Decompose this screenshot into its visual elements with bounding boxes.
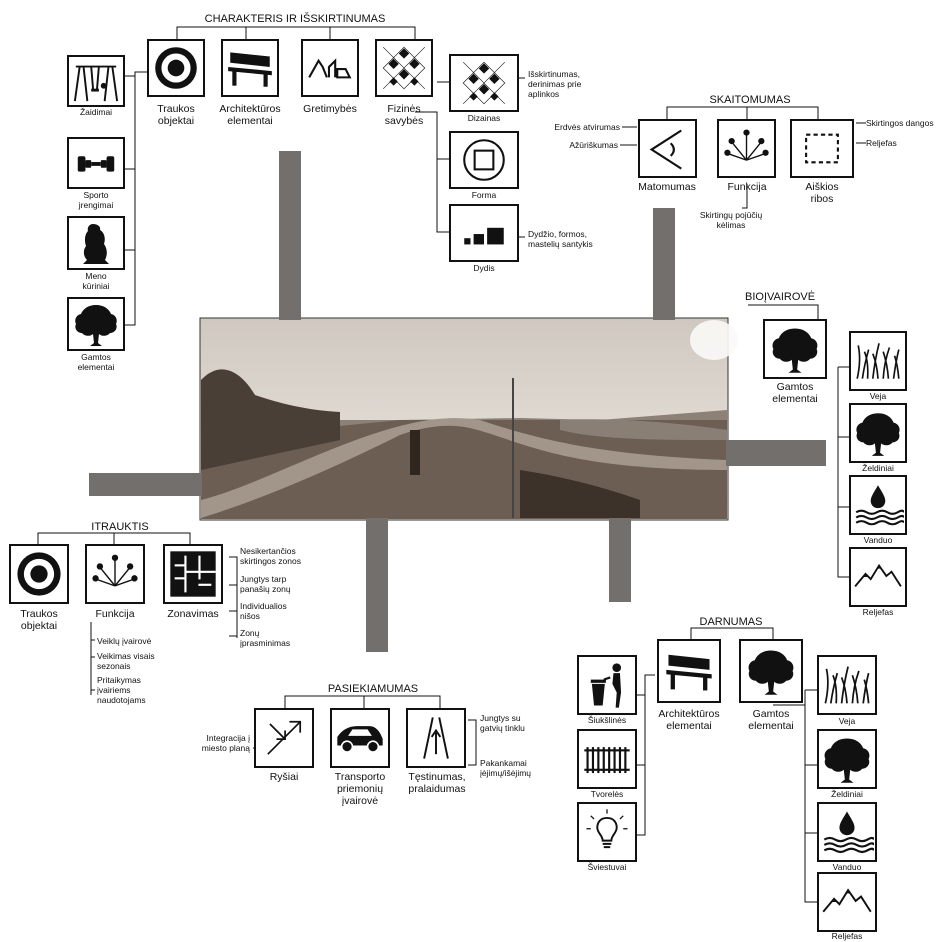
grass-icon: [817, 655, 877, 715]
label-rysiai: Ryšiai: [269, 771, 299, 783]
note-zonos-4: Zonų įprasminimas: [240, 628, 291, 648]
buildings-icon: [301, 39, 359, 97]
note-dangos: Skirtingos dangos: [866, 118, 934, 128]
label-dizainas: Dizainas: [467, 113, 501, 123]
note-funkcija-3: Pritaikymas įvairiems naudotojams: [97, 675, 146, 705]
water-icon: [817, 802, 877, 862]
diamonds-icon: [449, 54, 519, 112]
label-funkcija-skait: Funkcija: [727, 181, 767, 193]
section-title-bioivairove: BIOĮVAIROVĖ: [745, 291, 816, 303]
mountains-icon: [849, 547, 907, 607]
section-title-itrauktis: ITRAUKTIS: [91, 521, 149, 533]
connector-bars: [89, 151, 826, 652]
label-traukos-itr: Traukos objektai: [20, 608, 58, 632]
section-title-skaitomumas: SKAITOMUMAS: [709, 94, 791, 106]
trash-icon: [577, 655, 637, 715]
car-icon: [330, 708, 390, 768]
label-reljefas-bio: Reljefas: [862, 607, 894, 617]
label-testinumas: Tęstinumas, pralaidumas: [408, 771, 466, 795]
form-icon: [449, 131, 519, 189]
grass-icon: [849, 331, 907, 391]
road-icon: [406, 708, 466, 768]
note-zonos-1: Nesikertančios skirtingos zonos: [240, 546, 301, 566]
label-zaidimai: Žaidimai: [79, 107, 113, 117]
tree-icon: [739, 639, 803, 703]
tree-icon: [763, 319, 827, 379]
section-title-pasiekiamumas: PASIEKIAMUMAS: [327, 683, 419, 695]
label-dydis: Dydis: [473, 263, 495, 273]
dashed-icon: [790, 119, 854, 178]
sculpture-icon: [67, 216, 125, 270]
note-dydis: Dydžio, formos, mastelių santykis: [528, 229, 593, 249]
bench-icon: [657, 639, 721, 703]
label-tvoreles: Tvorelės: [590, 789, 624, 799]
note-erdves: Erdvės atvirumas: [554, 122, 620, 132]
section-title-darnumas: DARNUMAS: [699, 616, 763, 628]
label-architekturos: Architektūros elementai: [219, 103, 281, 127]
label-forma: Forma: [471, 190, 497, 200]
tree-icon: [849, 403, 907, 463]
label-gamtos-left: Gamtos elementai: [77, 352, 115, 372]
note-funkcija-2: Veikimas visais sezonais: [97, 651, 155, 671]
bench-icon: [221, 39, 279, 97]
note-zonos-3: Individualios nišos: [240, 601, 287, 621]
label-gamtos-darn: Gamtos elementai: [748, 708, 794, 732]
note-reljefas-skait: Reljefas: [866, 138, 897, 148]
tree-icon: [67, 297, 125, 351]
note-pakankamai: Pakankamai įėjimų/išėjimų: [480, 758, 532, 778]
label-zonavimas: Zonavimas: [167, 608, 219, 620]
sizes-icon: [449, 204, 519, 262]
label-zeldiniai-bio: Želdiniai: [862, 463, 894, 473]
panorama-photo: [199, 317, 738, 521]
note-jungtys: Jungtys su gatvių tinklu: [480, 713, 525, 733]
label-gamtos-bio: Gamtos elementai: [772, 381, 818, 405]
note-dizainas: Išskirtinumas, derinimas prie aplinkos: [528, 69, 582, 99]
traukos-icon: [147, 39, 205, 97]
note-funkcija-1: Veiklų įvairovė: [97, 636, 152, 646]
label-funkcija-itr: Funkcija: [95, 608, 135, 620]
label-veja-bio: Veja: [869, 391, 887, 401]
note-azuriskumas: Ažūriškumas: [569, 140, 618, 150]
mountains-icon: [817, 872, 877, 932]
water-icon: [849, 475, 907, 535]
section-title-charakteris: CHARAKTERIS IR IŠSKIRTINUMAS: [204, 13, 386, 25]
swing-icon: [67, 55, 125, 107]
label-zeldiniai-darn: Želdiniai: [831, 789, 863, 799]
arrows-icon: [254, 708, 314, 768]
label-transporto: Transporto priemonių įvairovė: [334, 771, 386, 807]
icon-boxes: [9, 39, 907, 932]
note-pojuciu: Skirtingų pojūčių kėlimas: [699, 210, 763, 230]
note-integracija: Integracija į miesto planą: [201, 733, 250, 753]
diamonds-icon: [375, 39, 433, 97]
bulb-icon: [577, 802, 637, 862]
label-gretimybes: Gretimybės: [303, 103, 357, 115]
label-sporto: Sporto jrengimai: [78, 190, 114, 210]
label-architekturos-darn: Architektūros elementai: [658, 708, 720, 732]
label-fizines: Fizinės savybės: [384, 103, 424, 127]
burst-icon: [717, 119, 776, 178]
label-meno: Meno kūriniai: [82, 271, 110, 291]
label-matomumas: Matomumas: [638, 181, 696, 193]
burst-icon: [85, 544, 145, 604]
zones-icon: [163, 544, 223, 604]
tree-icon: [817, 729, 877, 789]
fence-icon: [577, 729, 637, 789]
connector-lines: [37, 26, 866, 903]
label-traukos: Traukos objektai: [157, 103, 195, 127]
note-zonos-2: Jungtys tarp panašių zonų: [240, 574, 291, 594]
label-sviestuvai: Šviestuvai: [587, 862, 627, 872]
label-vanduo-bio: Vanduo: [863, 535, 893, 545]
label-veja-darn: Veja: [838, 716, 856, 726]
label-vanduo-darn: Vanduo: [832, 862, 862, 872]
eye-icon: [638, 119, 697, 178]
label-aiskios: Aiškios ribos: [805, 181, 839, 205]
dumbbell-icon: [67, 137, 125, 189]
label-reljefas-darn: Reljefas: [831, 931, 863, 941]
label-siuksl: Šiukšlinės: [587, 715, 627, 725]
traukos-icon: [9, 544, 69, 604]
